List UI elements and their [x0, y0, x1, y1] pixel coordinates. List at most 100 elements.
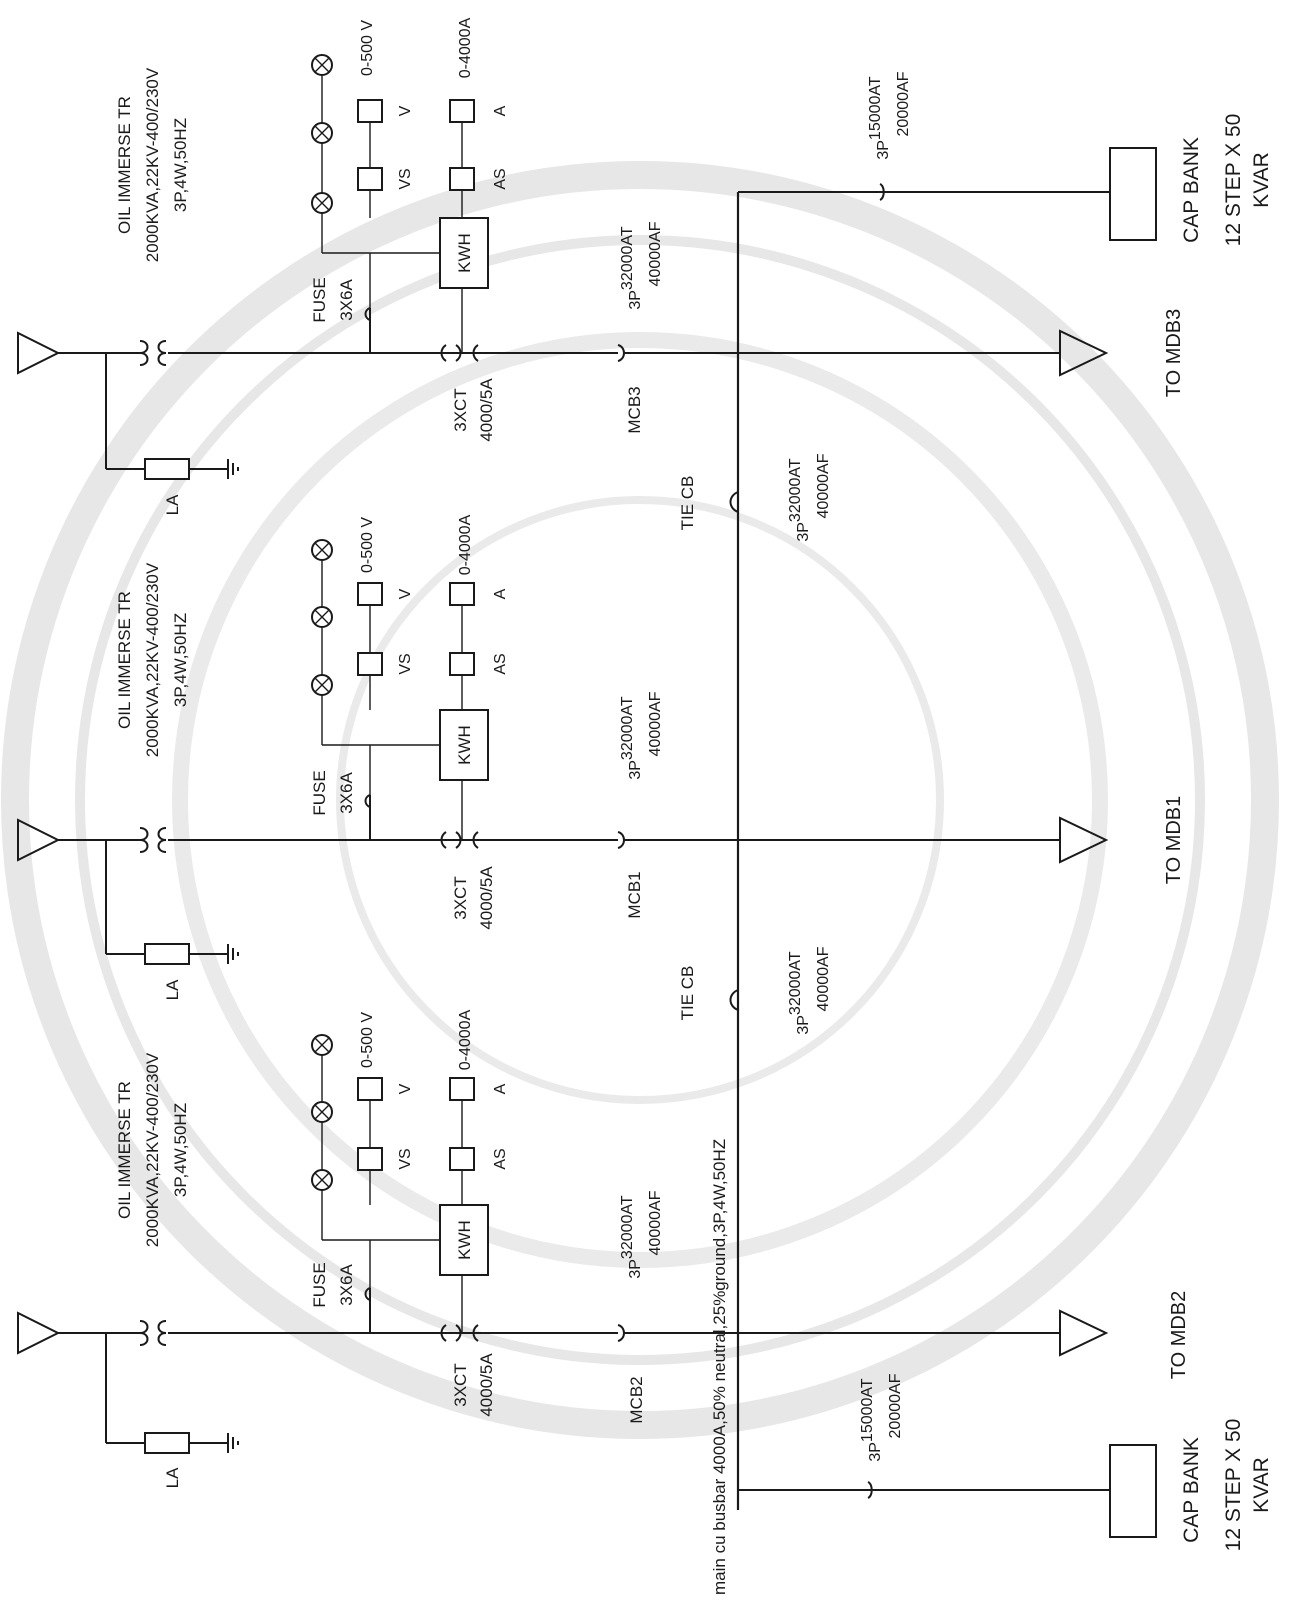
voltmeter — [357, 1077, 383, 1101]
hv-source-triangle — [17, 1311, 61, 1355]
transformer-label-mdb2: OIL IMMERSE TR 2000KVA,22KV-400/230V 3P,… — [115, 1052, 190, 1247]
kwh-meter — [439, 1204, 489, 1276]
svg-text:0-4000A: 0-4000A — [457, 17, 474, 78]
metering-block: KWH VS V AS A 0-500 V 0-4000A — [311, 1009, 509, 1330]
fuse-label: FUSE 3X6A — [310, 277, 356, 322]
fuse-label: FUSE 3X6A — [310, 770, 356, 815]
svg-text:3X6A: 3X6A — [337, 279, 356, 321]
fuse-label: FUSE 3X6A — [310, 1262, 356, 1307]
transformer-label-mdb3: OIL IMMERSE TR 2000KVA,22KV-400/230V 3P,… — [115, 67, 190, 262]
cap-bank-label: CAP BANK — [1180, 137, 1203, 243]
svg-text:40000AF: 40000AF — [647, 1190, 664, 1255]
kwh-label: KWH — [455, 1220, 474, 1260]
cap-bank-box — [1109, 1444, 1157, 1538]
voltmeter-range: 0-500 V — [359, 1012, 376, 1068]
svg-text:FUSE: FUSE — [310, 277, 329, 322]
svg-text:3P,4W,50HZ: 3P,4W,50HZ — [171, 613, 190, 707]
svg-text:FUSE: FUSE — [310, 770, 329, 815]
tie-breaker-rating: 3P32000AT — [787, 951, 812, 1035]
svg-text:20000AF: 20000AF — [887, 1373, 904, 1438]
lightning-arrester — [144, 1432, 190, 1454]
tie-cb-label: TIE CB — [678, 966, 697, 1021]
main-breaker-rating: 3P32000AT 40000AF — [619, 691, 664, 779]
cap-bank-steps: 12 STEP X 50 — [1222, 1419, 1245, 1552]
current-transformer — [440, 1324, 479, 1342]
pilot-lamp-icon — [311, 539, 333, 561]
main-breaker-rating: 3P32000AT 40000AF — [619, 1190, 664, 1278]
svg-text:AS: AS — [492, 168, 509, 189]
transformer-label-mdb1: OIL IMMERSE TR 2000KVA,22KV-400/230V 3P,… — [115, 562, 190, 757]
svg-text:A: A — [492, 588, 509, 599]
ct-label: 3XCT 4000/5A — [451, 378, 496, 442]
svg-text:3P32000AT: 3P32000AT — [619, 696, 644, 780]
cap-bank-unit: KVAR — [1250, 152, 1273, 208]
svg-text:0-4000A: 0-4000A — [457, 514, 474, 575]
cap-bank-bottom: 3P15000AT 20000AF CAP BANK 12 STEP X 50 … — [738, 1373, 1273, 1551]
pilot-lamp-icon — [311, 1169, 333, 1191]
metering-block: KWH VS V AS A 0-500 V 0-4000A — [311, 514, 509, 835]
ct-label: 3XCT 4000/5A — [451, 1353, 496, 1417]
svg-text:AS: AS — [492, 1148, 509, 1169]
ammeter — [449, 1077, 475, 1101]
tie-cb-label: TIE CB — [678, 476, 697, 531]
svg-text:2000KVA,22KV-400/230V: 2000KVA,22KV-400/230V — [143, 67, 162, 262]
mcb-label: MCB2 — [627, 1376, 646, 1423]
cap-bank-unit: KVAR — [1250, 1457, 1273, 1513]
svg-text:3X6A: 3X6A — [337, 772, 356, 814]
ammeter-selector-switch — [449, 1147, 475, 1171]
cap-bank-steps: 12 STEP X 50 — [1222, 114, 1245, 247]
pilot-lamp-icon — [311, 54, 333, 76]
svg-text:3XCT: 3XCT — [451, 876, 470, 919]
feeder-destination: TO MDB1 — [1163, 796, 1185, 885]
transformer-icon — [139, 1320, 167, 1346]
ground-icon — [227, 1433, 239, 1453]
svg-text:KWH: KWH — [455, 233, 474, 273]
svg-text:KWH: KWH — [455, 725, 474, 765]
svg-text:3P15000AT: 3P15000AT — [859, 1378, 884, 1462]
la-label: LA — [163, 1467, 182, 1488]
cap-bank-box — [1109, 147, 1157, 241]
svg-text:3P,4W,50HZ: 3P,4W,50HZ — [171, 118, 190, 212]
svg-text:3P,4W,50HZ: 3P,4W,50HZ — [171, 1103, 190, 1197]
svg-text:OIL IMMERSE TR: OIL IMMERSE TR — [115, 96, 134, 234]
svg-text:VS: VS — [397, 1148, 414, 1169]
svg-text:3XCT: 3XCT — [451, 388, 470, 431]
svg-text:VS: VS — [397, 653, 414, 674]
main-breaker-rating: 3P32000AT 40000AF — [619, 221, 664, 309]
pilot-lamp-icon — [311, 192, 333, 214]
svg-text:2000KVA,22KV-400/230V: 2000KVA,22KV-400/230V — [143, 1052, 162, 1247]
ct-label: 3XCT 4000/5A — [451, 866, 496, 930]
svg-text:20000AF: 20000AF — [895, 71, 912, 136]
pilot-lamp-icon — [311, 1101, 333, 1123]
pilot-lamp-icon — [311, 1034, 333, 1056]
tie-breaker-frame: 40000AF — [815, 453, 832, 518]
svg-text:V: V — [397, 105, 414, 116]
pilot-lamp-icon — [311, 606, 333, 628]
feeder-section-mdb1: LA — [17, 774, 1109, 1000]
cap-bank-top: 3P15000AT 20000AF CAP BANK 12 STEP X 50 … — [738, 71, 1273, 246]
voltage-selector-switch — [357, 1147, 383, 1171]
feeder-destination: TO MDB3 — [1163, 309, 1185, 398]
svg-text:3P15000AT: 3P15000AT — [867, 76, 892, 160]
svg-text:V: V — [397, 1083, 414, 1094]
svg-text:OIL IMMERSE TR: OIL IMMERSE TR — [115, 591, 134, 729]
svg-text:3P32000AT: 3P32000AT — [619, 1195, 644, 1279]
mcb-label: MCB1 — [625, 871, 644, 918]
svg-text:A: A — [492, 105, 509, 116]
tie-breaker-rating: 3P32000AT — [787, 458, 812, 542]
svg-text:2000KVA,22KV-400/230V: 2000KVA,22KV-400/230V — [143, 562, 162, 757]
svg-text:40000AF: 40000AF — [647, 221, 664, 286]
svg-text:0-500 V: 0-500 V — [359, 517, 376, 573]
svg-text:OIL IMMERSE TR: OIL IMMERSE TR — [115, 1081, 134, 1219]
svg-text:4000/5A: 4000/5A — [477, 866, 496, 930]
ammeter-range: 0-4000A — [457, 1009, 474, 1070]
feeder-destination: TO MDB2 — [1168, 1291, 1190, 1380]
svg-text:A: A — [492, 1083, 509, 1094]
pilot-lamp-icon — [311, 674, 333, 696]
load-triangle — [1059, 1309, 1109, 1357]
busbar-label: main cu busbar 4000A,50% neutral,25%grou… — [710, 1139, 729, 1595]
svg-text:40000AF: 40000AF — [647, 691, 664, 756]
svg-text:LA: LA — [163, 979, 182, 1000]
svg-text:AS: AS — [492, 653, 509, 674]
